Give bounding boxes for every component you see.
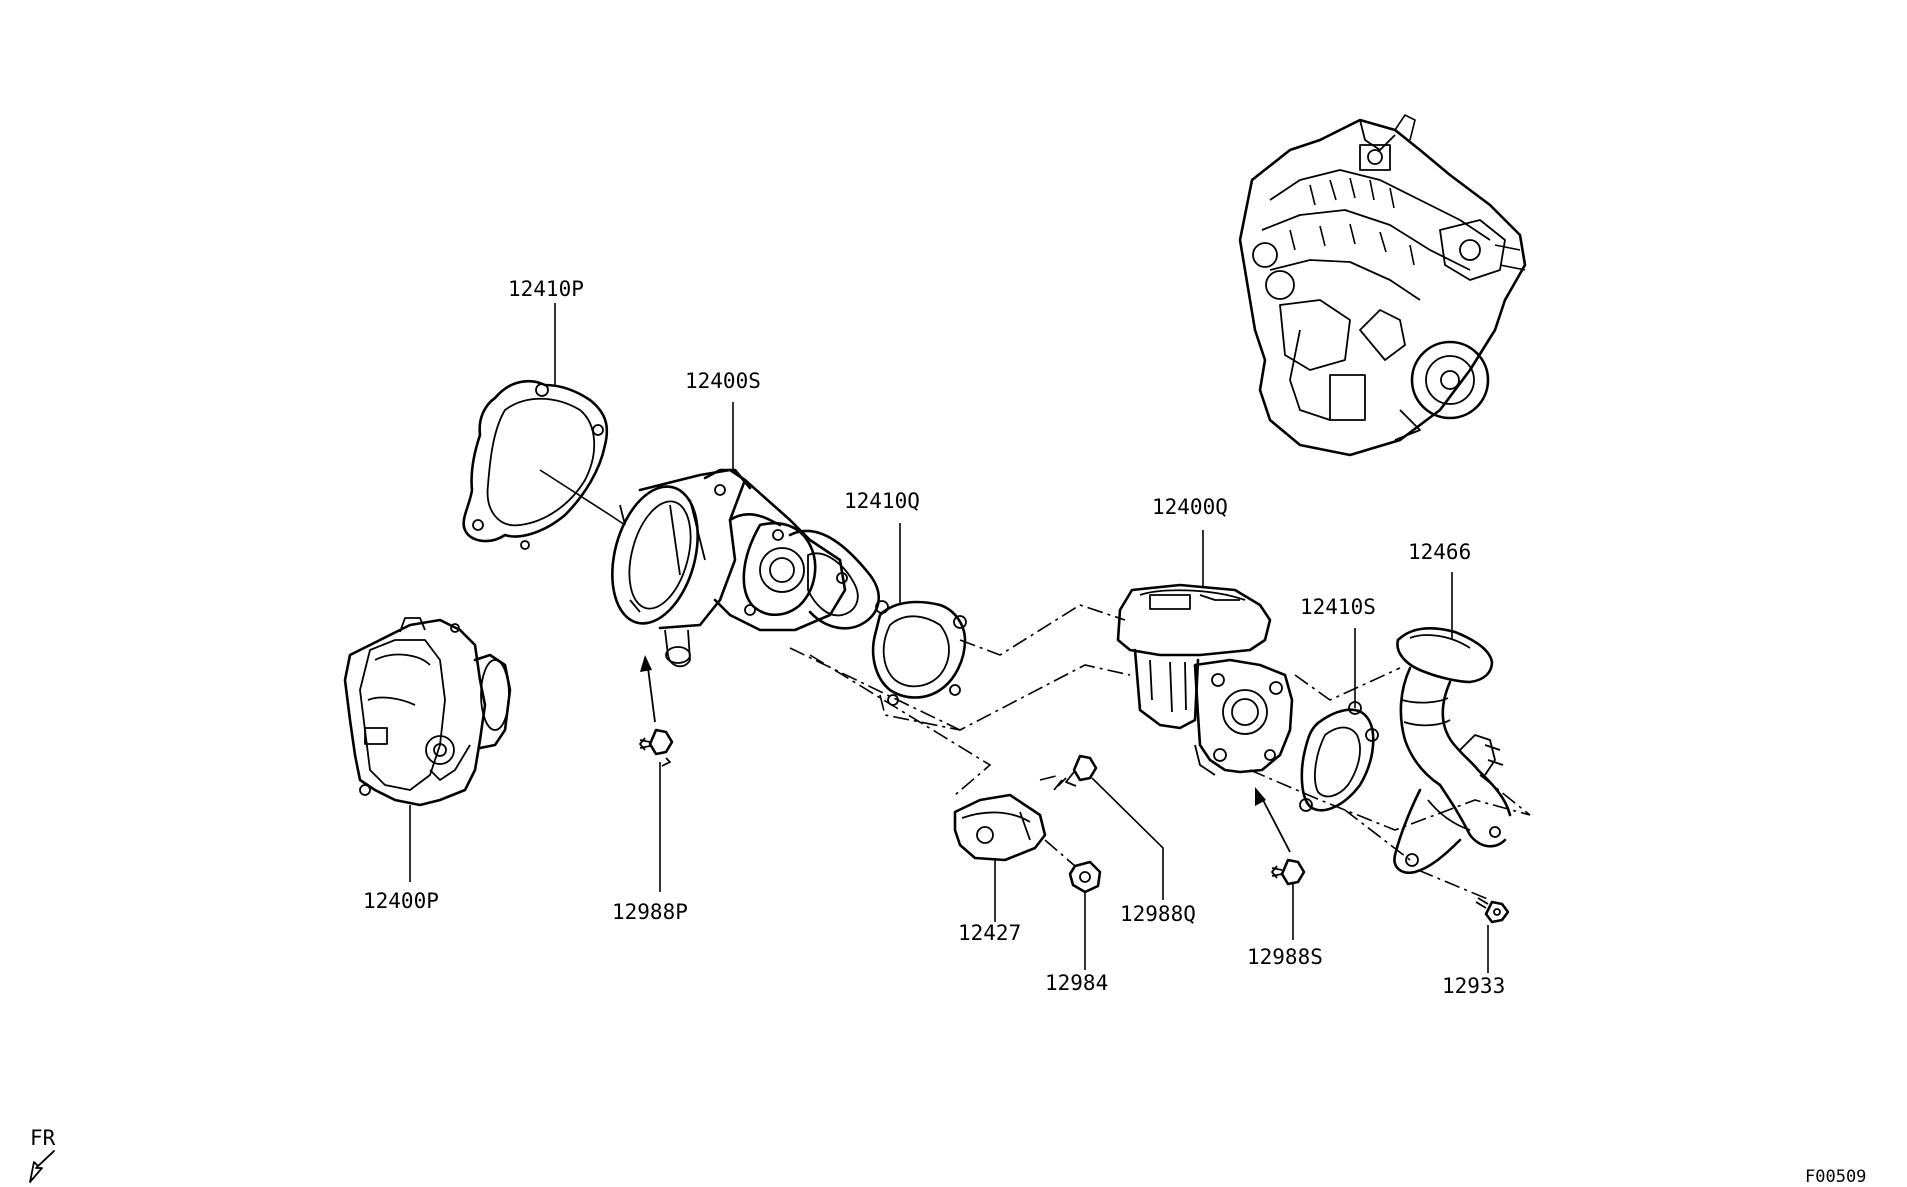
nut-12984 [1068, 860, 1102, 894]
label-12400P: 12400P [363, 889, 439, 913]
arrow-12988P [647, 667, 656, 723]
figure-code: F00509 [1805, 1167, 1866, 1187]
egr-cooler-12400S [611, 468, 880, 668]
label-12933: 12933 [1442, 974, 1505, 998]
arrowhead-12988S [1255, 787, 1266, 806]
label-12427: 12427 [958, 921, 1021, 945]
gasket-12410P [462, 379, 626, 550]
gasket-12410S [1299, 701, 1379, 812]
label-12984: 12984 [1045, 971, 1108, 995]
egr-tube-12466 [1393, 626, 1512, 874]
label-12410S: 12410S [1300, 595, 1376, 619]
front-arrow-icon [29, 1150, 55, 1183]
engine-assembly-illustration [1238, 113, 1527, 457]
arrow-12988S [1262, 799, 1291, 853]
label-12988P: 12988P [612, 900, 688, 924]
front-direction-marker: FR [29, 1126, 56, 1183]
label-12400Q: 12400Q [1152, 495, 1228, 519]
label-12400S: 12400S [685, 369, 761, 393]
bolt-12933 [1475, 897, 1510, 924]
label-12410P: 12410P [508, 277, 584, 301]
front-marker-label: FR [30, 1126, 56, 1150]
egr-valve-12400Q [1116, 583, 1294, 776]
assembly-centerlines [789, 604, 1531, 901]
arrowhead-12988P [640, 655, 652, 672]
leader-lines [409, 303, 1489, 973]
bolt-12988Q [1053, 754, 1098, 791]
bracket-12427 [953, 793, 1047, 862]
gasket-12410Q [871, 600, 967, 706]
label-12988Q: 12988Q [1120, 902, 1196, 926]
bolt-12988S [1271, 858, 1306, 886]
label-12988S: 12988S [1247, 945, 1323, 969]
bolt-12988P [639, 728, 674, 767]
label-12410Q: 12410Q [844, 489, 920, 513]
label-12466: 12466 [1408, 540, 1471, 564]
throttle-body-12400P [343, 617, 512, 807]
